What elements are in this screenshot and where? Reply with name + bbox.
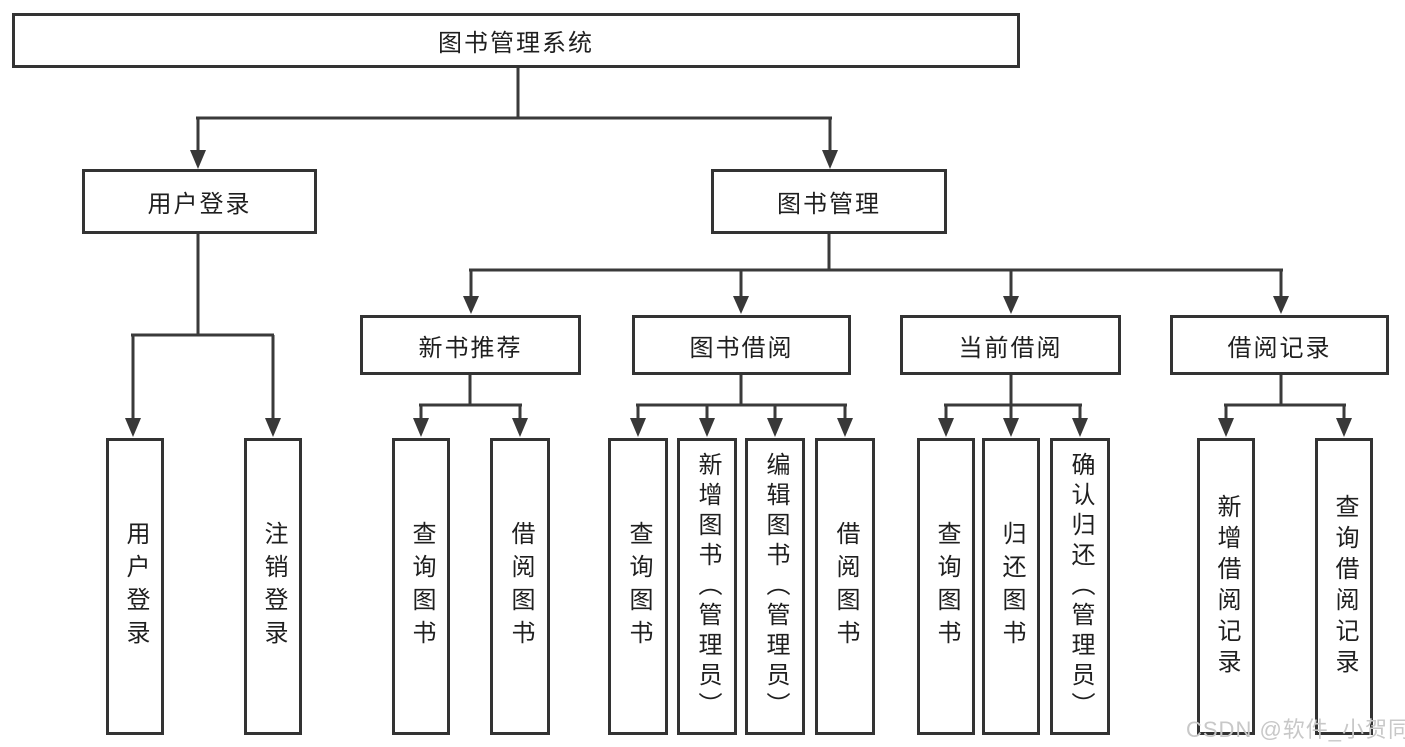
- leaf-borrow-books-borrowing: 借阅图书: [815, 438, 875, 735]
- node-current-borrowing: 当前借阅: [900, 315, 1121, 375]
- leaf-edit-book-admin: 编辑图书（管理员）: [745, 438, 805, 735]
- leaf-borrow-books-recommend: 借阅图书: [490, 438, 550, 735]
- node-user-login: 用户登录: [82, 169, 317, 234]
- leaf-logout-login: 注销登录: [244, 438, 302, 735]
- node-new-book-recommend: 新书推荐: [360, 315, 581, 375]
- node-borrowing-records: 借阅记录: [1170, 315, 1389, 375]
- watermark: CSDN @软件_小贺同学: [1186, 717, 1405, 742]
- leaf-query-books-current: 查询图书: [917, 438, 975, 735]
- node-book-management: 图书管理: [711, 169, 947, 234]
- leaf-query-borrow-record: 查询借阅记录: [1315, 438, 1373, 735]
- leaf-add-book-admin: 新增图书（管理员）: [677, 438, 737, 735]
- leaf-confirm-return-admin: 确认归还（管理员）: [1050, 438, 1110, 735]
- leaf-return-books: 归还图书: [982, 438, 1040, 735]
- leaf-add-borrow-record: 新增借阅记录: [1197, 438, 1255, 735]
- leaf-user-login: 用户登录: [106, 438, 164, 735]
- node-book-management-system: 图书管理系统: [12, 13, 1020, 68]
- leaf-query-books-recommend: 查询图书: [392, 438, 450, 735]
- leaf-query-books-borrowing: 查询图书: [608, 438, 668, 735]
- node-book-borrowing: 图书借阅: [632, 315, 851, 375]
